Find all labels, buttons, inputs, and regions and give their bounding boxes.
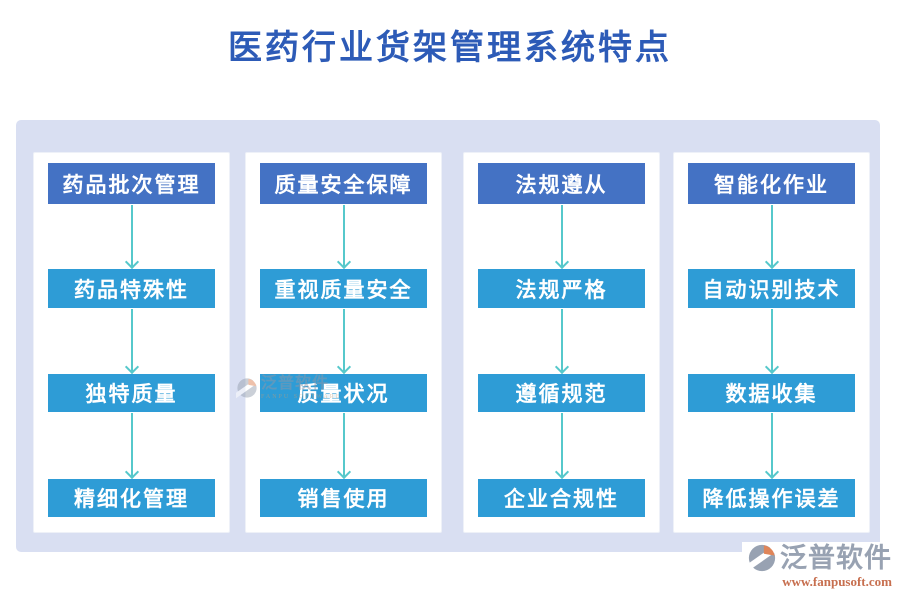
step-box: 重视质量安全: [260, 269, 427, 308]
arrow-head: [124, 464, 139, 480]
brand-url: www.fanpusoft.com: [782, 574, 892, 589]
arrow-line: [560, 205, 563, 266]
step-box: 质量状况: [260, 374, 427, 412]
arrow-line: [342, 413, 345, 476]
arrow-head: [554, 464, 569, 480]
step-box: 法规严格: [478, 269, 645, 308]
down-arrow-icon: [554, 309, 569, 375]
arrow-head: [764, 464, 779, 480]
step-box: 遵循规范: [478, 374, 645, 412]
arrow-line: [342, 205, 345, 266]
arrow-line: [130, 413, 133, 476]
feature-column-4: 智能化作业 自动识别技术 数据收集 降低操作误差: [673, 152, 870, 533]
feature-column-3: 法规遵从 法规严格 遵循规范 企业合规性: [463, 152, 660, 533]
feature-column-1: 药品批次管理 药品特殊性 独特质量 精细化管理: [33, 152, 230, 533]
arrow-head: [764, 359, 779, 375]
down-arrow-icon: [764, 413, 779, 480]
down-arrow-icon: [764, 205, 779, 270]
down-arrow-icon: [124, 205, 139, 270]
arrow-line: [130, 309, 133, 371]
arrow-line: [770, 205, 773, 266]
feature-column-2: 质量安全保障 重视质量安全 质量状况 销售使用: [245, 152, 442, 533]
down-arrow-icon: [554, 205, 569, 270]
column-header-box: 药品批次管理: [48, 163, 215, 204]
arrow-line: [560, 413, 563, 476]
diagram-canvas: 药品批次管理 药品特殊性 独特质量 精细化管理 质量安全保障 重视质量安全 质量…: [16, 120, 880, 552]
arrow-head: [554, 359, 569, 375]
arrow-line: [342, 309, 345, 371]
arrow-head: [336, 359, 351, 375]
arrow-head: [554, 254, 569, 270]
arrow-line: [130, 205, 133, 266]
arrow-line: [770, 309, 773, 371]
down-arrow-icon: [124, 309, 139, 375]
arrow-head: [124, 359, 139, 375]
down-arrow-icon: [336, 413, 351, 480]
step-box: 精细化管理: [48, 479, 215, 517]
down-arrow-icon: [336, 309, 351, 375]
down-arrow-icon: [336, 205, 351, 270]
arrow-line: [770, 413, 773, 476]
down-arrow-icon: [554, 413, 569, 480]
arrow-head: [336, 254, 351, 270]
arrow-line: [560, 309, 563, 371]
step-box: 自动识别技术: [688, 269, 855, 308]
step-box: 销售使用: [260, 479, 427, 517]
brand-logo: 泛普软件 www.fanpusoft.com: [742, 542, 892, 598]
down-arrow-icon: [764, 309, 779, 375]
step-box: 企业合规性: [478, 479, 645, 517]
brand-logo-row: 泛普软件: [747, 542, 892, 574]
column-header-box: 法规遵从: [478, 163, 645, 204]
step-box: 降低操作误差: [688, 479, 855, 517]
step-box: 药品特殊性: [48, 269, 215, 308]
arrow-head: [124, 254, 139, 270]
column-header-box: 质量安全保障: [260, 163, 427, 204]
brand-name: 泛普软件: [780, 543, 892, 573]
step-box: 数据收集: [688, 374, 855, 412]
down-arrow-icon: [124, 413, 139, 480]
arrow-head: [336, 464, 351, 480]
step-box: 独特质量: [48, 374, 215, 412]
column-header-box: 智能化作业: [688, 163, 855, 204]
page-title: 医药行业货架管理系统特点: [228, 30, 672, 67]
arrow-head: [764, 254, 779, 270]
fanpu-logo-icon: [747, 543, 777, 573]
